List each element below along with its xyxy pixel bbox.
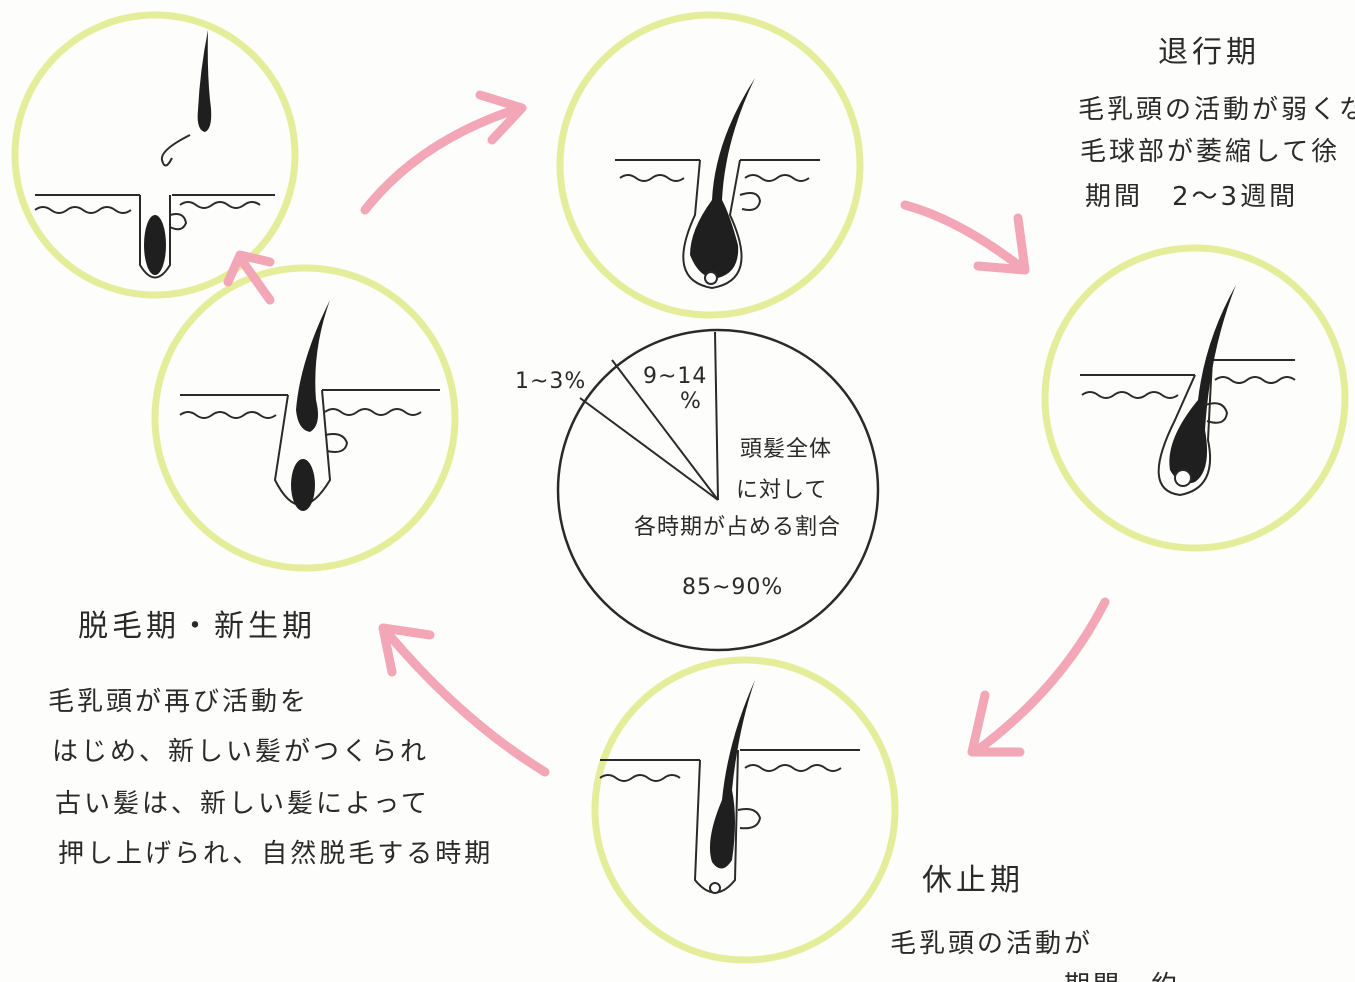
follicle — [682, 159, 743, 290]
pie-center-line-2: に対して — [736, 478, 827, 503]
pie-outline — [556, 328, 880, 652]
pie-divider — [714, 331, 719, 501]
dermal-papilla — [704, 271, 718, 285]
sebaceous-gland — [737, 808, 762, 830]
telogen-title: 休止期 — [922, 863, 1024, 898]
pie-label-medium: 9~14 — [643, 364, 707, 389]
growing-hair — [690, 78, 755, 279]
skin-surface — [599, 774, 681, 782]
stage-ring — [591, 656, 899, 964]
exogen-text-block: 脱毛期・新生期 毛乳頭が再び活動を はじめ、新しい髪がつくられ 古い髪は、新しい… — [48, 609, 493, 869]
skin-surface — [619, 174, 685, 182]
stage-new-growth-circle — [151, 264, 459, 572]
stage-ring — [151, 264, 459, 572]
catagen-title: 退行期 — [1158, 35, 1260, 70]
arrow-to-top-left — [235, 253, 275, 305]
regressing-hair — [1169, 285, 1236, 484]
arrow-head — [973, 213, 1030, 275]
catagen-line-2: 毛球部が萎縮して徐 — [1080, 137, 1340, 167]
skin-surface — [744, 174, 810, 182]
ratio-pie-chart: 1~3% 9~14 % 頭髪全体 に対して 各時期が占める割合 85~90% — [515, 328, 880, 652]
dermal-papilla — [1174, 469, 1192, 487]
pie-divider — [611, 359, 719, 501]
stage-shedding-circle — [11, 11, 299, 299]
arrow-head — [223, 250, 275, 287]
cycle-arrows — [223, 90, 1110, 777]
pie-label-small: 1~3% — [515, 369, 586, 394]
catagen-text-block: 退行期 毛乳頭の活動が弱くな 毛球部が萎縮して徐 期間 2～3週間 — [1078, 35, 1355, 212]
skin-surface — [179, 201, 261, 209]
pie-label-large: 85~90% — [682, 575, 783, 600]
exogen-line-1: 毛乳頭が再び活動を — [48, 687, 309, 717]
follicle — [139, 195, 171, 279]
stage-ring — [556, 11, 864, 319]
catagen-line-3: 期間 2～3週間 — [1085, 182, 1298, 212]
hair-bulb — [144, 215, 166, 275]
stage-ring — [1041, 244, 1349, 552]
arrow-to-catagen — [900, 200, 1027, 273]
arrow-to-telogen — [970, 597, 1110, 757]
pie-divider — [579, 397, 719, 501]
arrow-head — [378, 623, 435, 677]
sebaceous-gland — [739, 192, 762, 211]
stage-telogen-circle — [591, 656, 899, 964]
skin-surface — [179, 411, 277, 419]
skin-surface — [1214, 376, 1296, 384]
dermal-papilla — [709, 882, 721, 894]
new-hair-bulb — [291, 459, 315, 511]
telogen-line-1: 毛乳頭の活動が — [890, 929, 1093, 959]
stage-catagen-circle — [1041, 244, 1349, 552]
arrow-to-anagen — [360, 103, 525, 215]
skin-surface — [1081, 391, 1179, 399]
sebaceous-gland — [169, 213, 188, 231]
pie-center-line-3: 各時期が占める割合 — [634, 515, 841, 540]
exogen-line-3: 古い髪は、新しい髪によって — [55, 789, 430, 819]
release-curl — [160, 134, 191, 167]
exogen-line-4: 押し上げられ、自然脱毛する時期 — [58, 839, 493, 869]
pie-label-medium-unit: % — [680, 389, 702, 414]
telogen-text-block: 休止期 毛乳頭の活動が 期間 約 — [890, 863, 1180, 982]
arrow-head — [475, 90, 527, 145]
sebaceous-gland — [324, 433, 349, 453]
arrow-head — [967, 690, 1025, 757]
resting-hair — [709, 680, 755, 869]
stage-ring — [11, 11, 299, 299]
old-hair — [296, 300, 330, 432]
falling-hair — [197, 30, 212, 132]
exogen-title: 脱毛期・新生期 — [78, 609, 316, 644]
follicle — [1157, 359, 1213, 497]
pie-center-line-1: 頭髪全体 — [740, 437, 832, 462]
arrow-to-shedding — [380, 625, 550, 777]
sebaceous-gland — [1204, 402, 1229, 424]
catagen-line-1: 毛乳頭の活動が弱くな — [1078, 95, 1355, 125]
telogen-line-2: 期間 約 — [890, 971, 1180, 982]
skin-surface — [744, 764, 842, 772]
exogen-line-2: はじめ、新しい髪がつくられ — [52, 737, 429, 767]
skin-surface — [34, 206, 132, 214]
skin-surface — [324, 408, 422, 416]
stage-anagen-circle — [556, 11, 864, 319]
